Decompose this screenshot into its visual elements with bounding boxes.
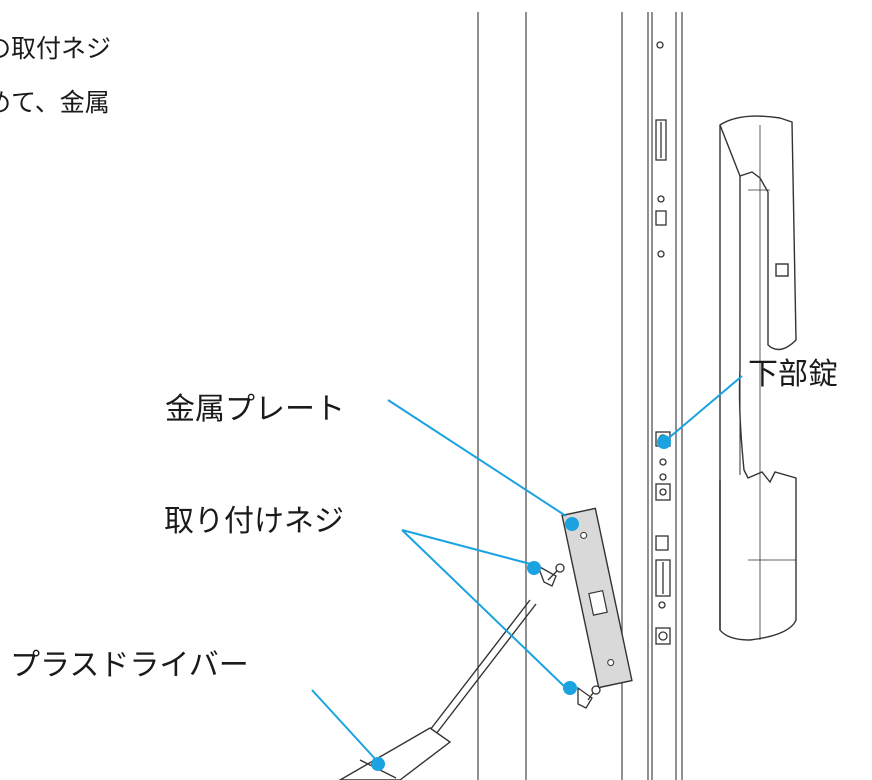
- leader-lines: [311, 375, 743, 763]
- metal-plate-label: 金属プレート: [165, 392, 345, 427]
- intro-text-line-1: の取付ネジ: [0, 34, 112, 63]
- lock-faceplate: [655, 41, 671, 645]
- mounting-screws-label: 取り付けネジ: [164, 504, 344, 539]
- lower-lock-label: 下部錠: [748, 357, 838, 392]
- screw-upper: [536, 563, 565, 587]
- screwdriver-label: プラスドライバー: [10, 648, 249, 683]
- door-frame: [477, 12, 683, 780]
- metal-plate: [561, 507, 633, 689]
- door-handle: [719, 115, 797, 641]
- leader-dots: [371, 435, 671, 771]
- intro-text-line-2: めて、金属: [0, 88, 110, 117]
- screw-lower: [577, 685, 601, 709]
